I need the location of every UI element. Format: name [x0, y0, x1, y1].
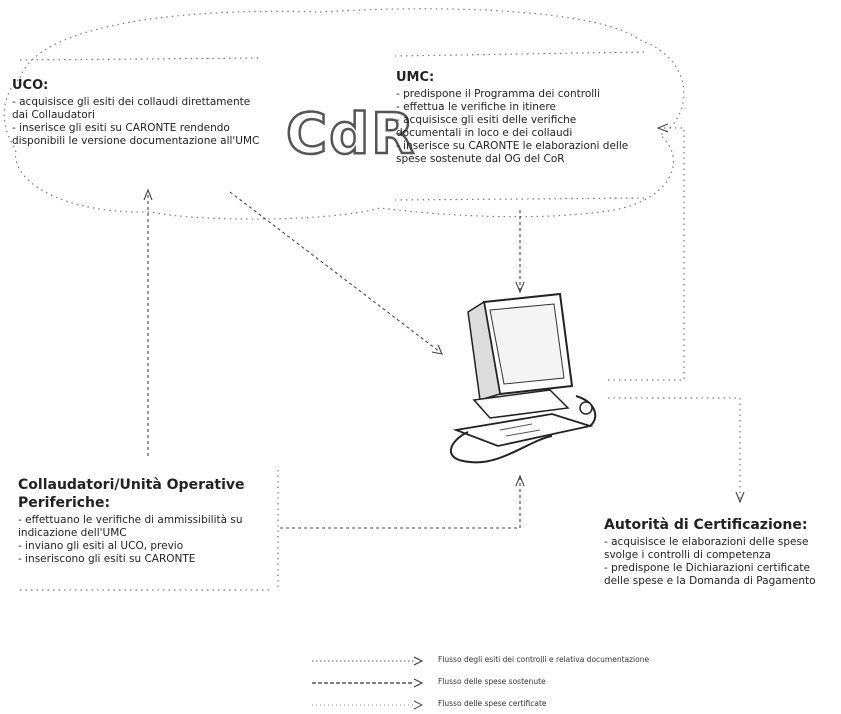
- cdr-logo: CdR: [285, 101, 417, 169]
- umc-item: - effettua le verifiche in itinere: [396, 101, 556, 113]
- autorita-item: - acquisisce le elaborazioni delle spese: [604, 536, 809, 548]
- legend-label: Flusso degli esiti dei controlli e relat…: [438, 655, 650, 664]
- legend-row: Flusso delle spese sostenute: [310, 676, 730, 690]
- uco-block: UCO: - acquisisce gli esiti dei collaudi…: [12, 78, 260, 148]
- arrowhead-computer-2: [515, 281, 525, 294]
- uco-title: UCO:: [12, 78, 49, 93]
- arrowhead-computer-3: [515, 474, 525, 487]
- legend-row: Flusso delle spese certificate: [310, 698, 730, 712]
- arrowhead-uco: [143, 188, 153, 201]
- arrowhead-autorita: [735, 491, 745, 504]
- arrowhead-umc: [656, 123, 669, 133]
- umc-item: - inserisce su CARONTE le elaborazioni d…: [396, 140, 629, 165]
- cdr-cloud-outline: [3, 8, 685, 220]
- legend-label: Flusso delle spese certificate: [438, 699, 547, 708]
- collaudatori-title: Collaudatori/Unità Operative Periferiche…: [18, 477, 245, 511]
- legend-line-dotted: [312, 656, 424, 666]
- autorita-item: - predispone le Dichiarazioni certificat…: [604, 562, 816, 587]
- legend-label: Flusso delle spese sostenute: [438, 677, 546, 686]
- connector-computer-autorita: [608, 397, 741, 500]
- legend-line-dotted-light: [312, 700, 424, 710]
- autorita-list: - acquisisce le elaborazioni delle spese…: [604, 536, 836, 588]
- connector-collaudatori-computer: [280, 478, 521, 529]
- legend-line-dashed: [312, 678, 424, 688]
- autorita-item: svolge i controlli di competenza: [604, 549, 771, 561]
- umc-item: - predispone il Programma dei controlli: [396, 88, 601, 100]
- collaudatori-list: - effettuano le verifiche di ammissibili…: [18, 514, 273, 566]
- arrowhead-computer-1: [431, 344, 443, 355]
- autorita-block: Autorità di Certificazione: - acquisisce…: [604, 516, 836, 588]
- collaudatori-item: - inviano gli esiti al UCO, previo: [18, 540, 184, 552]
- uco-frame: [19, 57, 261, 61]
- legend-row: Flusso degli esiti dei controlli e relat…: [310, 654, 730, 668]
- connector-uco-computer: [229, 191, 441, 353]
- umc-block: UMC: - predispone il Programma dei contr…: [396, 70, 636, 166]
- umc-list: - predispone il Programma dei controlli …: [396, 88, 636, 166]
- uco-list: - acquisisce gli esiti dei collaudi dire…: [12, 96, 260, 148]
- uco-item: - inserisce gli esiti su CARONTE rendend…: [12, 122, 260, 147]
- collaudatori-block: Collaudatori/Unità Operative Periferiche…: [18, 476, 273, 566]
- collaudatori-item: - effettuano le verifiche di ammissibili…: [18, 514, 243, 539]
- umc-title: UMC:: [396, 70, 435, 85]
- collaudatori-item: - inseriscono gli esiti su CARONTE: [18, 553, 196, 565]
- computer-icon: [449, 292, 597, 464]
- uco-item: - acquisisce gli esiti dei collaudi dire…: [12, 96, 251, 121]
- autorita-title: Autorità di Certificazione:: [604, 517, 808, 533]
- umc-item: - acquisisce gli esiti delle verifiche d…: [396, 114, 577, 139]
